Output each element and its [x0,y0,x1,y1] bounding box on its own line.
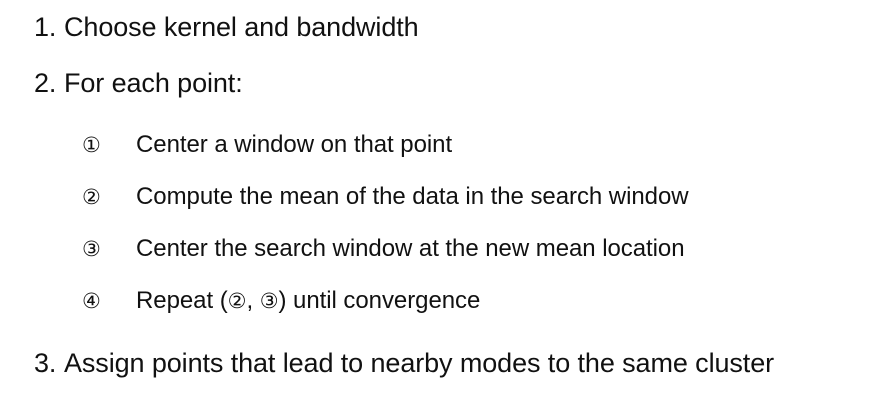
outline-subitem-1: ① Center a window on that point [82,133,452,157]
outline-item-2-text: For each point: [64,68,243,98]
list-marker-1: 1. [34,12,57,42]
outline-item-3-text: Assign points that lead to nearby modes … [64,348,774,378]
outline-item-1: 1. Choose kernel and bandwidth [34,14,419,41]
outline-subitem-4: ④ Repeat (②, ③) until convergence [82,289,480,313]
outline-subitem-2-text: Compute the mean of the data in the sear… [136,183,689,210]
outline-subitem-4-text: Repeat (②, ③) until convergence [136,289,480,313]
outline-subitem-2: ② Compute the mean of the data in the se… [82,185,689,209]
outline-item-1-text: Choose kernel and bandwidth [64,12,419,42]
list-marker-3: 3. [34,348,57,378]
circled-number-1-icon: ① [82,133,101,157]
outline-item-3: 3. Assign points that lead to nearby mod… [34,350,774,377]
circled-number-3-icon: ③ [82,237,101,261]
circled-number-2-icon: ② [82,185,101,209]
repeat-suffix: ) until convergence [278,287,481,314]
repeat-prefix: Repeat ( [136,287,228,314]
list-marker-2: 2. [34,68,57,98]
outline-subitem-3-text: Center the search window at the new mean… [136,235,685,262]
outline-subitem-3: ③ Center the search window at the new me… [82,237,685,261]
circled-number-3-ref-icon: ③ [259,289,279,313]
circled-number-2-ref-icon: ② [227,289,247,313]
outline-item-2: 2. For each point: [34,70,243,97]
outline-subitem-1-text: Center a window on that point [136,131,453,158]
repeat-separator: , [246,287,260,314]
circled-number-4-icon: ④ [82,289,101,313]
